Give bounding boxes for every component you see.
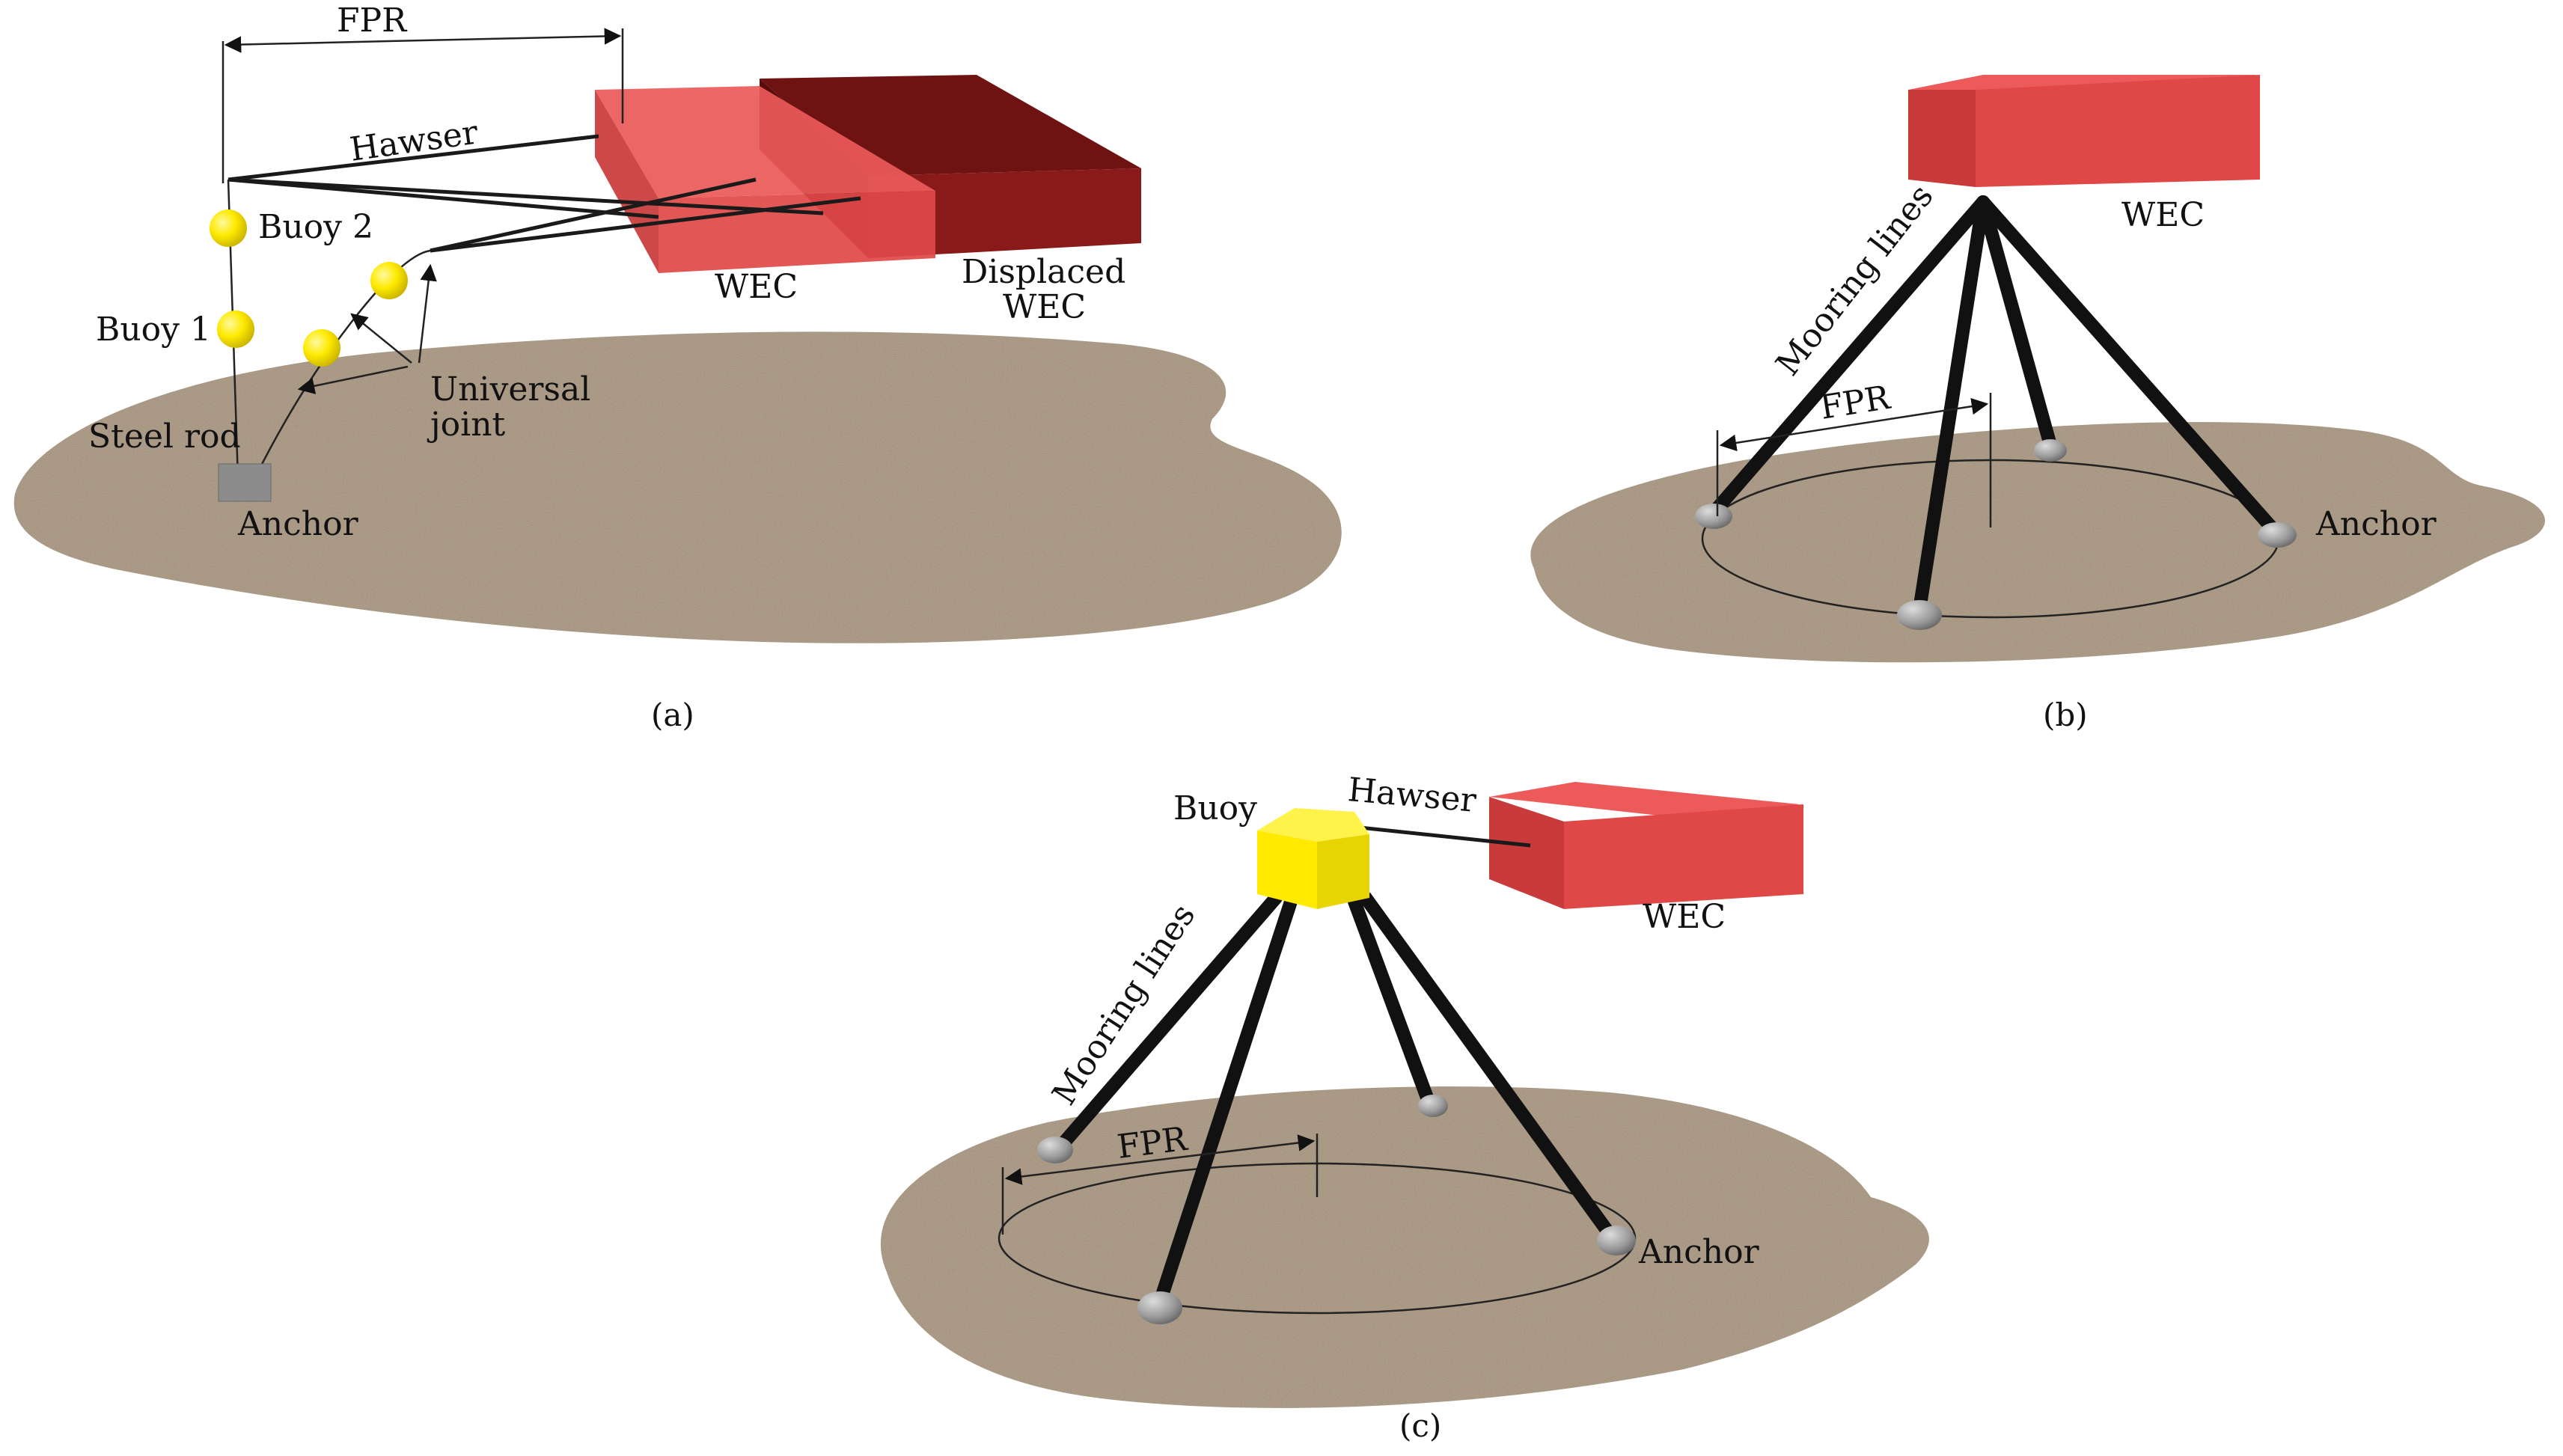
fpr-label-a: FPR <box>337 1 408 40</box>
mooring-line-c3 <box>1348 895 1436 1110</box>
seabed-c <box>880 1086 1929 1408</box>
panel-b: WEC Mooring lines FPR Anchor (b) <box>1530 75 2545 733</box>
mooring-line-c1 <box>1052 891 1283 1155</box>
hawser-label-a: Hawser <box>347 113 480 169</box>
seabed-a <box>13 331 1342 643</box>
fpr-arrow-a <box>224 28 622 53</box>
wec-box-b <box>1908 75 2260 187</box>
anchor-label-b: Anchor <box>2315 505 2437 543</box>
anchor-b3 <box>2034 439 2067 462</box>
fpr-arrow-c <box>1004 1134 1316 1185</box>
mooring-line-b4 <box>1976 195 2282 538</box>
anchor-label-a: Anchor <box>237 505 359 543</box>
anchor-c4 <box>1597 1226 1636 1255</box>
anchor-c1 <box>1037 1137 1073 1163</box>
buoy-inclined-upper <box>370 262 408 299</box>
riser-inclined <box>253 249 431 480</box>
hawser-line-a5 <box>430 196 861 253</box>
steel-rod-label: Steel rod <box>88 417 241 456</box>
wec-label-c: WEC <box>1643 898 1726 936</box>
hawser-line-a2 <box>227 177 659 219</box>
anchor-block-a <box>218 463 272 502</box>
buoy-1-label: Buoy 1 <box>96 311 211 349</box>
hawser-label-c: Hawser <box>1346 771 1479 820</box>
wec-label-a: WEC <box>715 268 798 306</box>
mooring-line-c2 <box>1153 895 1298 1309</box>
mooring-line-c4 <box>1359 891 1619 1245</box>
seabed-b <box>1530 422 2545 663</box>
joint-arrow-3 <box>418 263 437 364</box>
panel-c: Buoy Hawser WEC Mooring lines FPR Anchor… <box>880 771 1929 1444</box>
wec-box-c <box>1489 782 1803 909</box>
caption-b: (b) <box>2043 697 2088 733</box>
universal-joint-label-2: joint <box>427 406 506 444</box>
panel-a: FPR Hawser Buoy 2 Buoy 1 WEC Displaced W… <box>13 1 1342 733</box>
displaced-label-1: Displaced <box>962 253 1125 291</box>
anchor-b1 <box>1695 504 1732 529</box>
mooring-line-b3 <box>1976 195 2057 452</box>
wec-box-a <box>595 86 935 273</box>
wec-label-b: WEC <box>2121 196 2205 234</box>
hawser-line-a3 <box>227 177 824 215</box>
anchor-c3 <box>1418 1095 1448 1117</box>
universal-joint-label-1: Universal <box>430 370 590 409</box>
joint-arrow-2 <box>350 313 412 364</box>
buoy-c <box>1257 808 1369 909</box>
hawser-line-a4 <box>430 177 757 253</box>
anchor-label-c: Anchor <box>1638 1233 1760 1271</box>
fpr-label-c: FPR <box>1115 1120 1191 1166</box>
buoy-2-label: Buoy 2 <box>258 208 373 246</box>
mooring-line-b1 <box>1707 195 1990 519</box>
buoy-inclined-lower <box>303 329 340 367</box>
joint-arrow-1 <box>297 365 409 394</box>
anchor-c2 <box>1137 1291 1182 1324</box>
caption-a: (a) <box>651 697 694 733</box>
buoy-1 <box>217 311 254 348</box>
buoy-2 <box>210 209 247 247</box>
anchor-b4 <box>2258 522 2297 548</box>
hawser-line-a1 <box>227 134 599 182</box>
caption-c: (c) <box>1399 1407 1441 1444</box>
buoy-label-c: Buoy <box>1173 789 1257 828</box>
displaced-label-2: WEC <box>1003 288 1086 326</box>
fpr-arrow-b <box>1719 397 1989 452</box>
anchor-b2 <box>1897 600 1942 630</box>
